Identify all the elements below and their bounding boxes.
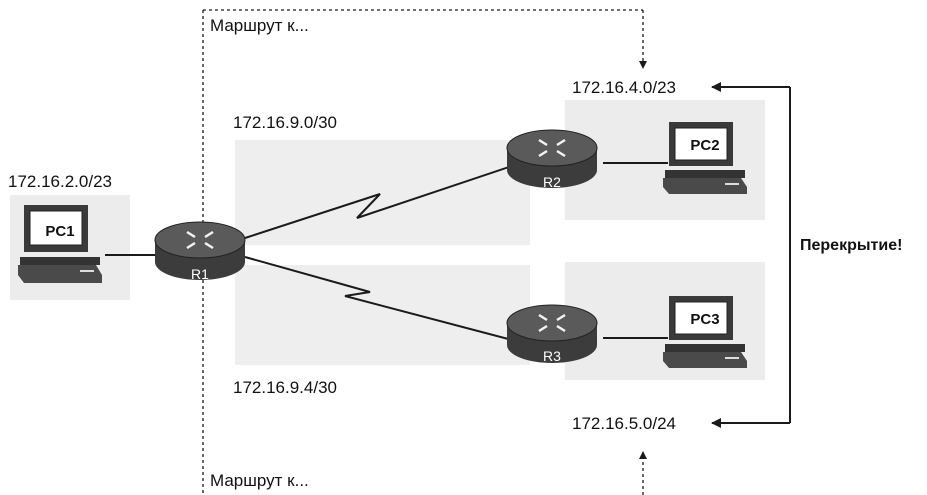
- network-r1-r3-label: 172.16.9.4/30: [233, 378, 337, 397]
- network-r1-r2-label: 172.16.9.0/30: [233, 113, 337, 132]
- pc2-icon[interactable]: [663, 122, 747, 194]
- router-r3-icon[interactable]: [506, 304, 598, 363]
- router-r3-label: R3: [543, 348, 561, 364]
- overlap-label: Перекрытие!: [800, 237, 903, 254]
- network-pc1-label: 172.16.2.0/23: [8, 172, 112, 191]
- route-label-bottom: Маршрут к...: [210, 471, 309, 490]
- network-pc2-label: 172.16.4.0/23: [572, 78, 676, 97]
- pc3-icon[interactable]: [663, 296, 747, 368]
- serial-link-r1-r2: [244, 165, 513, 239]
- router-r1-icon[interactable]: [154, 221, 246, 280]
- router-r1-label: R1: [191, 266, 209, 282]
- shade-serial-bottom: [235, 265, 530, 365]
- shade-serial-top: [235, 140, 530, 245]
- router-r2-icon[interactable]: [506, 129, 598, 188]
- pc1-label: PC1: [45, 223, 75, 240]
- router-r2-label: R2: [543, 174, 561, 190]
- pc2-label: PC2: [690, 137, 720, 154]
- network-pc3-label: 172.16.5.0/24: [572, 414, 676, 433]
- pc1-icon[interactable]: [18, 205, 102, 283]
- serial-link-r1-r3: [244, 256, 513, 341]
- overlap-bracket: [711, 82, 791, 428]
- route-label-top: Маршрут к...: [210, 16, 309, 35]
- links: [105, 162, 668, 341]
- pc3-label: PC3: [690, 311, 720, 328]
